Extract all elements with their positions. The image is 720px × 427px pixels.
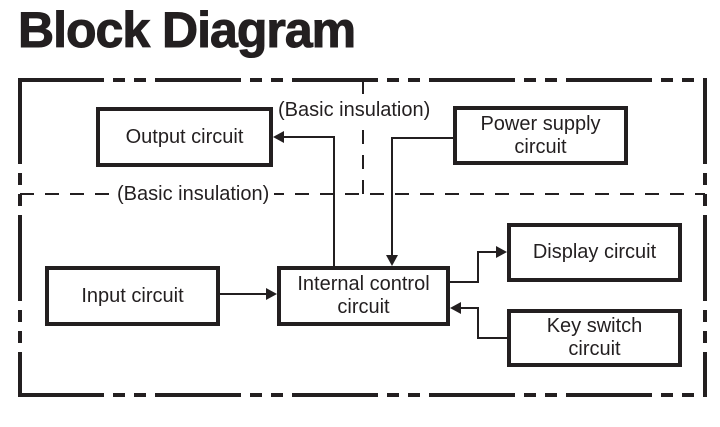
line-keyswitch-to-internal-vertical [477,308,479,339]
arrowhead-into-display [496,246,507,258]
line-keyswitch-to-internal-h1 [478,337,507,339]
arrowhead-into-output [273,131,284,143]
enclosure-border-left [18,78,22,397]
arrowhead-into-internal-from-keyswitch [450,302,461,314]
line-power-to-internal-vertical [391,137,393,256]
page-title: Block Diagram [17,2,356,59]
line-internal-to-display-h2 [477,251,498,253]
output-circuit-box: Output circuit [96,107,273,167]
arrowhead-into-internal-from-input [266,288,277,300]
internal-control-circuit-box: Internal control circuit [277,266,450,326]
basic-insulation-label-mid: (Basic insulation) [112,182,275,206]
line-internal-to-output-horizontal [283,136,335,138]
basic-insulation-label-top: (Basic insulation) [273,98,436,122]
arrowhead-into-internal-from-power [386,255,398,266]
basic-insulation-horizontal-line [20,193,705,195]
input-circuit-box: Input circuit [45,266,220,326]
line-internal-to-output-vertical [333,136,335,266]
enclosure-border-right [703,78,707,397]
line-internal-to-display-vertical [477,252,479,283]
line-keyswitch-to-internal-h2 [460,307,479,309]
line-internal-to-display-h1 [450,281,479,283]
key-switch-circuit-box: Key switch circuit [507,309,682,367]
line-power-to-internal-horizontal [391,137,453,139]
line-input-to-internal [220,293,268,295]
power-supply-circuit-box: Power supply circuit [453,106,628,165]
display-circuit-box: Display circuit [507,223,682,282]
enclosure-border-bottom [18,393,707,397]
basic-insulation-vertical-line [362,80,364,194]
